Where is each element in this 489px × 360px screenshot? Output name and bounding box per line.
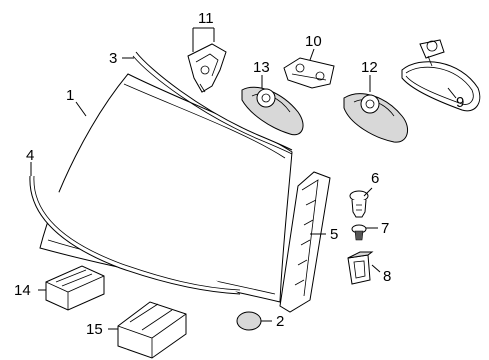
callout-2: 2 <box>276 313 284 330</box>
callout-12: 12 <box>361 59 378 76</box>
control-module[interactable] <box>45 265 105 311</box>
round-sensor-pad[interactable] <box>236 311 262 331</box>
sensor-cover-left[interactable] <box>241 86 304 136</box>
mirror-mount-bracket[interactable] <box>187 43 227 93</box>
module-housing[interactable] <box>117 301 187 359</box>
side-windshield-molding[interactable] <box>29 175 241 295</box>
callout-6: 6 <box>371 170 379 187</box>
small-clip[interactable] <box>351 224 367 241</box>
upper-windshield-molding[interactable] <box>132 51 293 155</box>
rain-sensor-bracket[interactable] <box>283 57 335 89</box>
callout-9: 9 <box>456 94 464 111</box>
callout-4: 4 <box>26 147 34 164</box>
leader-lines <box>30 27 457 330</box>
rear-view-mirror[interactable] <box>401 39 481 112</box>
callout-1: 1 <box>66 87 74 104</box>
callout-10: 10 <box>305 33 322 50</box>
callout-8: 8 <box>383 268 391 285</box>
callout-3: 3 <box>109 50 117 67</box>
sensor-cover-right[interactable] <box>343 93 409 143</box>
callout-5: 5 <box>330 226 338 243</box>
callout-15: 15 <box>86 321 103 338</box>
callout-7: 7 <box>381 220 389 237</box>
retainer-clip[interactable] <box>347 251 374 285</box>
callout-11: 11 <box>198 10 214 27</box>
a-pillar-trim-strip[interactable] <box>279 171 331 313</box>
push-clip[interactable] <box>349 190 369 218</box>
callout-14: 14 <box>14 282 31 299</box>
callout-13: 13 <box>253 59 270 76</box>
